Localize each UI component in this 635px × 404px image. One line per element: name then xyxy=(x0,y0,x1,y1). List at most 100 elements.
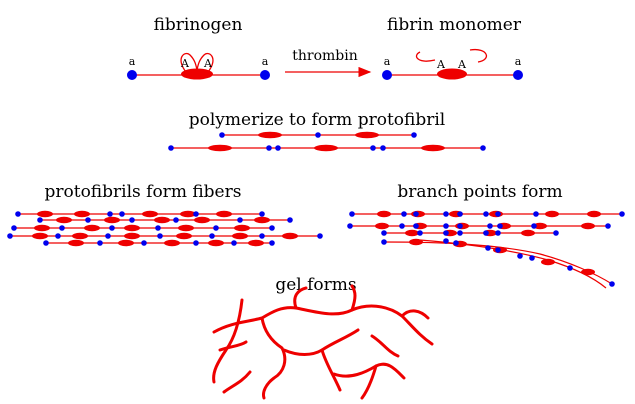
site-label-A-left: A xyxy=(180,57,190,70)
site-label-a-left: a xyxy=(384,55,391,68)
d-domain-end xyxy=(619,211,625,217)
d-domain-end xyxy=(529,255,535,261)
d-domain-end xyxy=(381,230,387,236)
central-e-domain xyxy=(181,68,213,80)
d-domain-end xyxy=(269,240,275,246)
released-fibrinopeptide-right xyxy=(469,48,488,63)
d-domain-end xyxy=(193,211,199,217)
terminal-a-left xyxy=(127,70,137,80)
d-domain-end xyxy=(457,230,463,236)
e-domain-nodule xyxy=(282,232,298,240)
fibrin-monomer-label: fibrin monomer xyxy=(387,15,522,35)
e-domain-nodule xyxy=(421,144,445,152)
gel-strand xyxy=(222,370,252,394)
released-fibrinopeptide-left xyxy=(415,51,436,62)
d-domain-end xyxy=(129,217,135,223)
d-domain-end xyxy=(485,245,491,251)
d-domain-end xyxy=(411,132,417,138)
d-domain-end xyxy=(401,211,407,217)
e-domain-nodule xyxy=(118,239,134,247)
d-domain-end xyxy=(347,223,353,229)
d-domain-end xyxy=(457,223,463,229)
site-label-A-right: A xyxy=(457,58,467,71)
d-domain-end xyxy=(487,223,493,229)
d-domain-end xyxy=(85,217,91,223)
protofibril xyxy=(168,131,486,152)
branching-strand xyxy=(419,239,607,289)
terminal-a-right xyxy=(260,70,270,80)
e-domain-nodule xyxy=(104,216,120,224)
e-domain-nodule xyxy=(254,216,270,224)
gel-forms-label: gel forms xyxy=(275,275,356,295)
gel-strand xyxy=(400,309,430,320)
e-domain-nodule xyxy=(521,229,535,237)
gel-strand xyxy=(332,362,406,380)
d-domain-end xyxy=(173,217,179,223)
d-domain-end xyxy=(231,240,237,246)
e-domain-nodule xyxy=(72,232,88,240)
d-domain-end xyxy=(605,223,611,229)
gel-strand xyxy=(350,284,357,312)
d-domain-end xyxy=(443,238,449,244)
d-domain-end xyxy=(495,230,501,236)
d-domain-end xyxy=(275,145,281,151)
d-domain-end xyxy=(119,211,125,217)
d-domain-end xyxy=(109,225,115,231)
d-domain-end xyxy=(443,211,449,217)
e-domain-nodule xyxy=(258,131,282,139)
d-domain-end xyxy=(381,239,387,245)
d-domain-end xyxy=(349,211,355,217)
d-domain-end xyxy=(287,217,293,223)
d-domain-end xyxy=(370,145,376,151)
e-domain-nodule xyxy=(377,210,391,218)
d-domain-end xyxy=(553,230,559,236)
e-domain-nodule xyxy=(216,210,232,218)
d-domain-end xyxy=(259,211,265,217)
d-domain-end xyxy=(59,225,65,231)
e-domain-nodule xyxy=(234,224,250,232)
e-domain-nodule xyxy=(32,232,48,240)
gel-network xyxy=(212,284,434,400)
d-domain-end xyxy=(157,233,163,239)
d-domain-end xyxy=(219,132,225,138)
d-domain-end xyxy=(413,223,419,229)
site-label-A-right: A xyxy=(203,57,213,70)
d-domain-end xyxy=(269,225,275,231)
branched-fiber xyxy=(347,210,625,289)
fiber-bundle xyxy=(7,210,323,247)
d-domain-end xyxy=(483,230,489,236)
branch-points-label: branch points form xyxy=(397,182,562,202)
protofibrils-form-fibers-label: protofibrils form fibers xyxy=(45,182,242,202)
e-domain-nodule xyxy=(533,222,547,230)
d-domain-end xyxy=(453,240,459,246)
gel-strand xyxy=(212,298,244,384)
d-domain-end xyxy=(517,253,523,259)
gel-strand xyxy=(218,340,248,352)
e-domain-nodule xyxy=(34,224,50,232)
fibrinogen-label: fibrinogen xyxy=(154,15,243,35)
e-domain-nodule xyxy=(208,239,224,247)
d-domain-end xyxy=(259,233,265,239)
e-domain-nodule xyxy=(405,229,419,237)
d-domain-end xyxy=(15,211,21,217)
e-domain-nodule xyxy=(124,232,140,240)
gel-strand xyxy=(370,334,400,358)
d-domain-end xyxy=(315,132,321,138)
e-domain-nodule xyxy=(375,222,389,230)
d-domain-end xyxy=(497,223,503,229)
d-domain-end xyxy=(55,233,61,239)
d-domain-end xyxy=(609,281,615,287)
d-domain-end xyxy=(483,211,489,217)
fibrinopeptide-loop-right xyxy=(196,52,214,73)
d-domain-end xyxy=(495,211,501,217)
d-domain-end xyxy=(193,240,199,246)
fibrin-monomer-molecule: A A a a xyxy=(382,48,523,80)
fibrinopeptide-loop-left xyxy=(180,52,198,73)
terminal-a-left xyxy=(382,70,392,80)
terminal-a-right xyxy=(513,70,523,80)
d-domain-end xyxy=(105,233,111,239)
d-domain-end xyxy=(209,233,215,239)
site-label-a-right: a xyxy=(262,55,269,68)
